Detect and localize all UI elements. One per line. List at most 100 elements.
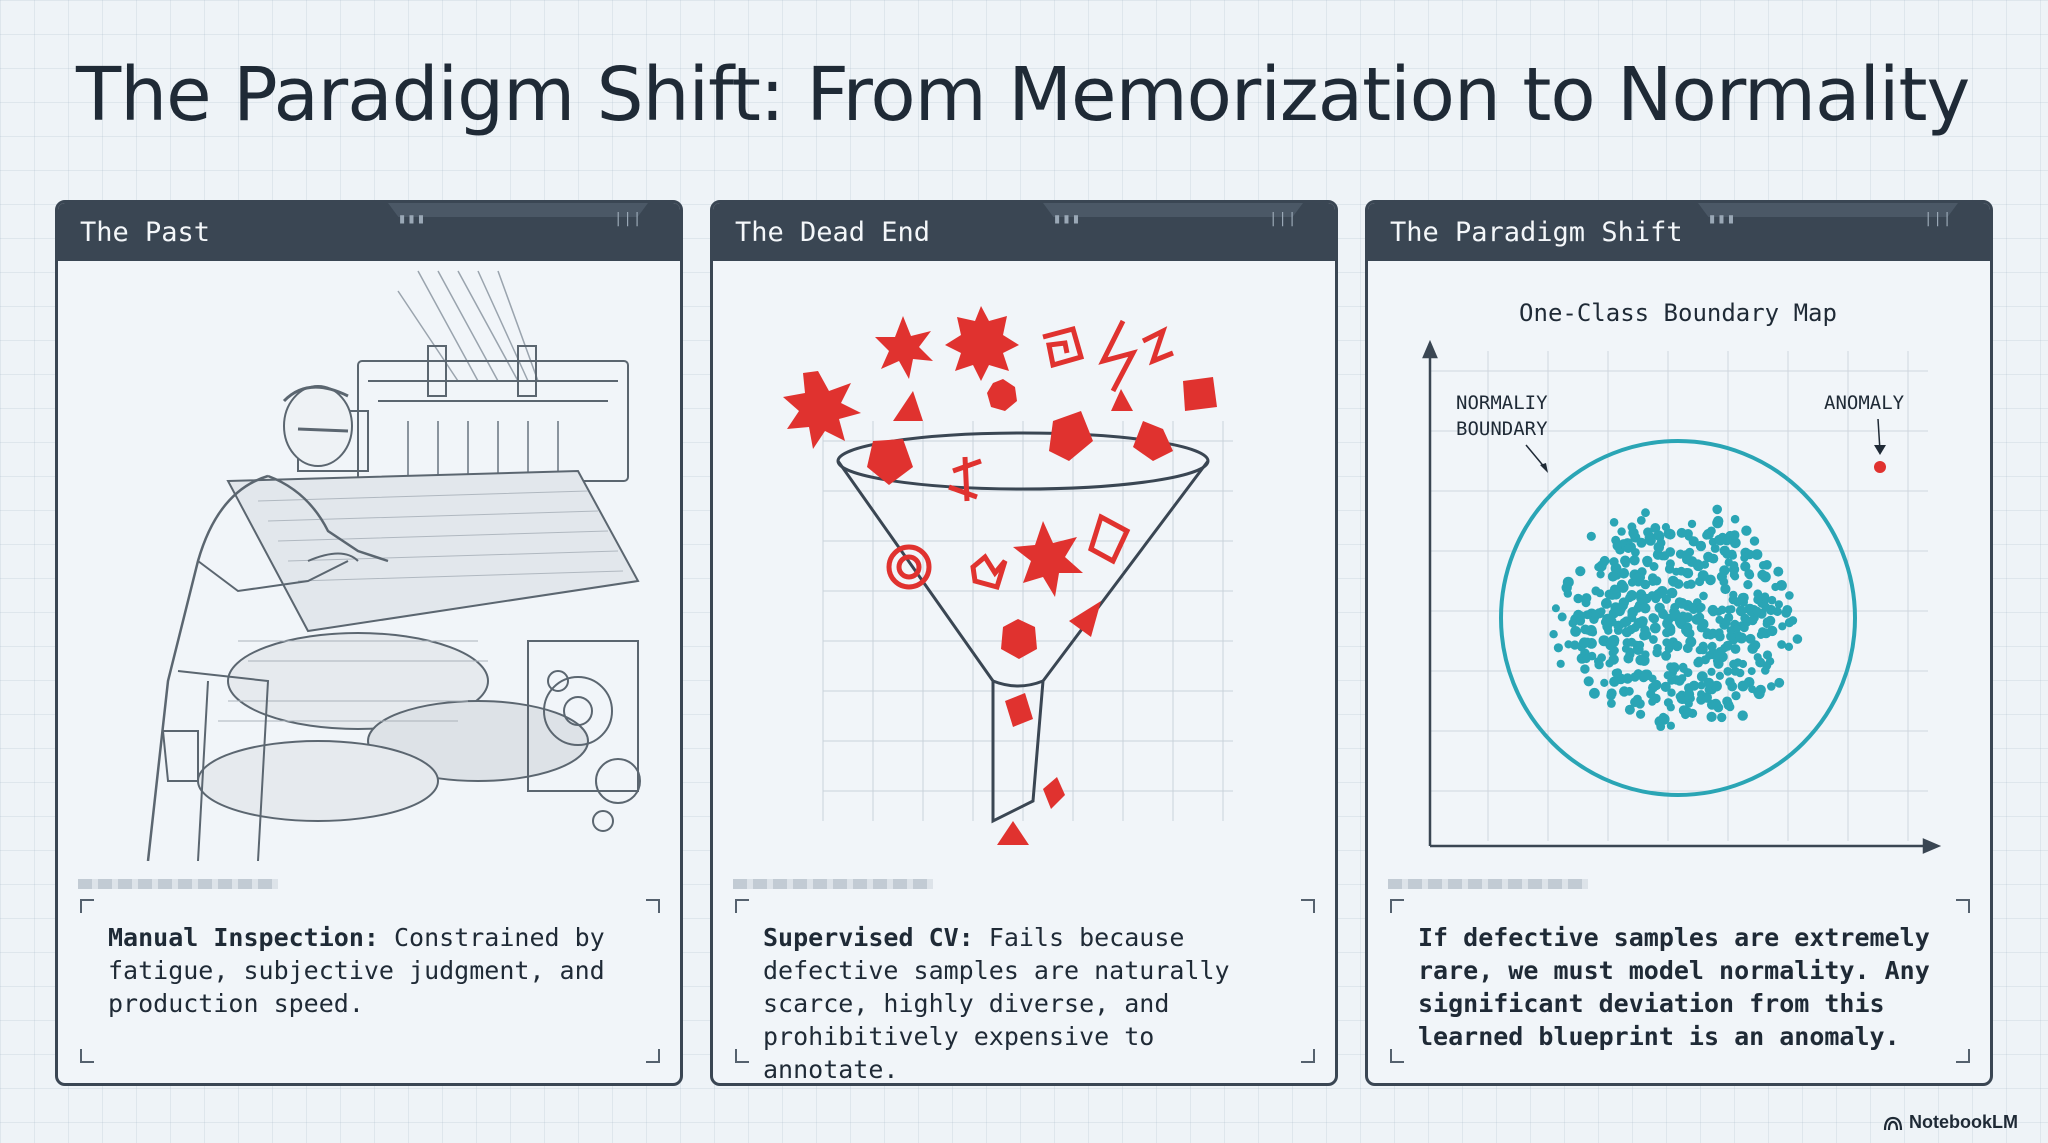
normal-sample-dot — [1623, 653, 1634, 664]
brand-badge: NotebookLM — [1883, 1112, 2018, 1133]
normal-sample-dot — [1636, 709, 1646, 719]
normal-sample-dot — [1740, 561, 1751, 572]
normal-sample-dot — [1715, 671, 1724, 680]
normal-sample-dot — [1738, 659, 1748, 669]
normal-sample-dot — [1641, 669, 1653, 681]
normal-sample-dot — [1743, 580, 1753, 590]
normal-sample-dot — [1570, 626, 1581, 637]
normal-sample-dot — [1716, 571, 1727, 582]
normal-sample-dot — [1678, 674, 1687, 683]
normal-sample-dot — [1553, 643, 1563, 653]
funnel-illustration — [783, 306, 1233, 845]
normal-sample-dot — [1737, 710, 1748, 721]
normal-sample-dot — [1587, 651, 1597, 661]
normal-sample-dot — [1676, 566, 1686, 576]
normal-sample-dot — [1661, 650, 1672, 661]
normal-sample-dot — [1636, 537, 1647, 548]
panel-the-dead-end: ▮▮▮ ||| The Dead End — [710, 200, 1338, 1086]
brand-name: NotebookLM — [1909, 1112, 2018, 1132]
normal-sample-dot — [1636, 640, 1645, 649]
normal-sample-dot — [1635, 654, 1646, 666]
panel-title: The Paradigm Shift — [1390, 216, 1683, 248]
normal-sample-dot — [1735, 605, 1747, 617]
normal-sample-dot — [1647, 573, 1658, 583]
normal-sample-dot — [1613, 626, 1623, 635]
normal-sample-dot — [1762, 661, 1772, 670]
normal-sample-dot — [1573, 593, 1583, 604]
normal-sample-dot — [1702, 631, 1711, 640]
normal-sample-dot — [1656, 722, 1666, 731]
normal-sample-dot — [1661, 523, 1670, 532]
normal-sample-dot — [1609, 518, 1619, 527]
normal-sample-dot — [1685, 547, 1695, 557]
normal-sample-dot — [1580, 624, 1591, 635]
header-ticks: ▮▮▮ — [1053, 211, 1082, 227]
normal-sample-dot — [1625, 686, 1634, 696]
normal-sample-dot — [1612, 541, 1623, 551]
normal-sample-dot — [1628, 527, 1639, 539]
normal-sample-dot — [1633, 603, 1643, 613]
normal-sample-dot — [1785, 591, 1794, 600]
anomaly-point — [1874, 461, 1886, 473]
normal-sample-dot — [1683, 707, 1693, 717]
normal-sample-dot — [1784, 618, 1794, 628]
normal-sample-dot — [1681, 624, 1692, 636]
normal-sample-dot — [1642, 555, 1653, 567]
normal-sample-dot — [1607, 699, 1616, 708]
normal-sample-dot — [1641, 630, 1652, 640]
normal-sample-dot — [1606, 638, 1616, 649]
normal-sample-dot — [1660, 681, 1671, 692]
normal-sample-dot — [1727, 605, 1736, 614]
normal-sample-dot — [1656, 586, 1668, 597]
separator-bar — [733, 879, 933, 889]
normal-sample-dot — [1700, 655, 1710, 665]
page-title: The Paradigm Shift: From Memorization to… — [76, 52, 1970, 138]
normal-sample-dot — [1697, 618, 1709, 630]
normal-sample-dot — [1729, 590, 1738, 600]
header-ticks: ||| — [614, 211, 643, 227]
normal-sample-dot — [1660, 551, 1670, 561]
normal-sample-dot — [1646, 689, 1656, 699]
normal-sample-dot — [1721, 618, 1731, 628]
normal-sample-dot — [1684, 532, 1693, 541]
normal-sample-dot — [1773, 566, 1784, 577]
normal-sample-dot — [1699, 591, 1708, 601]
normal-sample-dot — [1747, 667, 1756, 676]
normal-sample-dot — [1682, 643, 1693, 654]
normality-boundary-circle — [1499, 439, 1857, 797]
normal-sample-dot — [1674, 616, 1686, 628]
normal-sample-dot — [1753, 688, 1765, 700]
normal-sample-dot — [1729, 570, 1738, 579]
header-notch — [388, 203, 648, 217]
map-title: One-Class Boundary Map — [1519, 299, 1837, 327]
normal-sample-dot — [1649, 562, 1659, 571]
normal-sample-dot — [1731, 691, 1741, 701]
normal-sample-dot — [1697, 681, 1706, 690]
one-class-boundary-map: One-Class Boundary Map NORMALIY BOUNDARY… — [1422, 299, 1942, 854]
separator-bar — [1388, 879, 1588, 889]
normal-sample-dot — [1707, 641, 1717, 651]
normal-sample-dot — [1703, 528, 1714, 540]
boundary-label-line2: BOUNDARY — [1456, 418, 1548, 440]
normal-sample-dot — [1747, 643, 1758, 654]
normal-sample-dot — [1636, 516, 1646, 525]
normal-sample-dot — [1562, 576, 1574, 588]
normal-sample-dot — [1695, 645, 1705, 655]
normal-sample-dot — [1609, 676, 1620, 687]
normal-sample-dot — [1692, 560, 1704, 572]
normal-sample-dot — [1679, 664, 1688, 673]
separator-bar — [78, 879, 278, 889]
normal-sample-dot — [1666, 587, 1678, 599]
normal-sample-dot — [1610, 562, 1622, 574]
normal-sample-dot — [1633, 572, 1643, 582]
normal-sample-dot — [1667, 688, 1676, 697]
normal-sample-dot — [1651, 679, 1662, 691]
normal-sample-dot — [1673, 579, 1684, 589]
normal-sample-dot — [1696, 694, 1706, 705]
normal-sample-dot — [1653, 530, 1664, 541]
boundary-label-line1: NORMALIY — [1456, 392, 1548, 414]
normal-sample-dot — [1730, 666, 1740, 676]
normal-sample-dot — [1617, 581, 1629, 593]
normal-sample-dot — [1737, 592, 1748, 603]
normal-sample-dot — [1556, 659, 1565, 668]
